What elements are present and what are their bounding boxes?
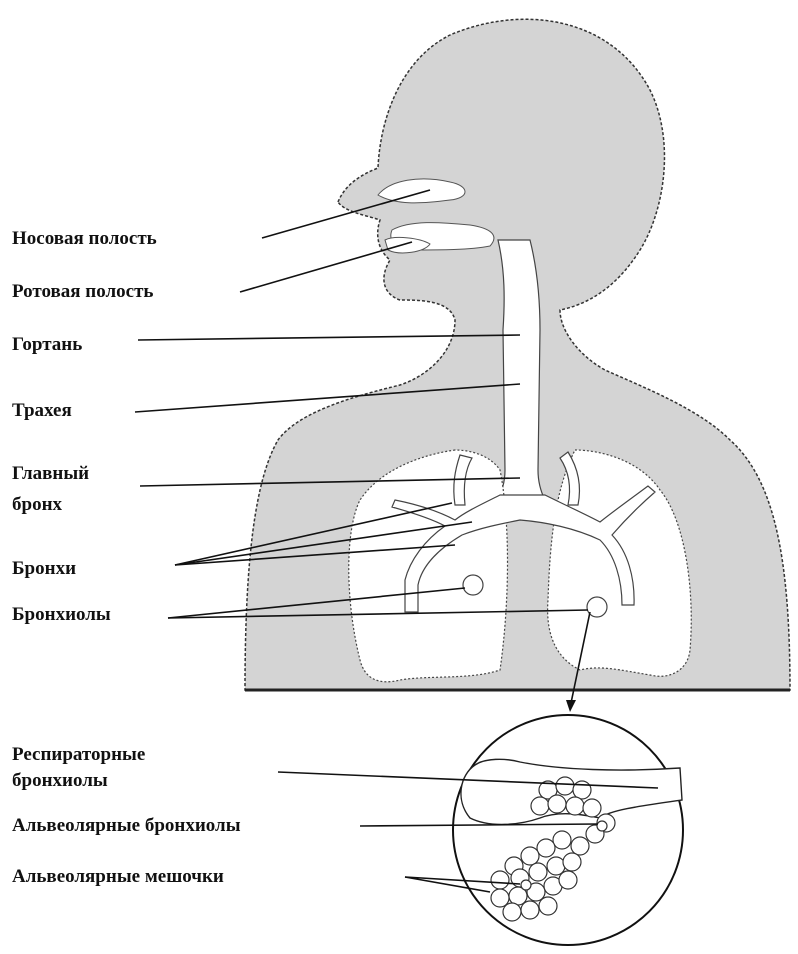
label-respiratory-bronchioles-line1: Респираторные xyxy=(12,744,145,765)
label-trachea: Трахея xyxy=(12,400,72,421)
label-alveolar-bronchioles: Альвеолярные бронхиолы xyxy=(12,815,241,836)
magnify-pointer-arrow-icon xyxy=(566,700,576,712)
label-bronchioles: Бронхиолы xyxy=(12,604,111,625)
label-main-bronchus-line2: бронх xyxy=(12,494,63,515)
alveoli-magnifier xyxy=(453,715,683,945)
label-bronchi: Бронхи xyxy=(12,558,76,579)
label-oral-cavity: Ротовая полость xyxy=(12,281,153,302)
label-respiratory-bronchioles-line2: бронхиолы xyxy=(12,770,108,791)
label-nasal-cavity: Носовая полость xyxy=(12,228,157,249)
label-main-bronchus-line1: Главный xyxy=(12,463,89,484)
label-larynx: Гортань xyxy=(12,334,82,355)
left-bronchiole-circle xyxy=(463,575,483,595)
label-alveolar-sacs: Альвеолярные мешочки xyxy=(12,866,224,887)
